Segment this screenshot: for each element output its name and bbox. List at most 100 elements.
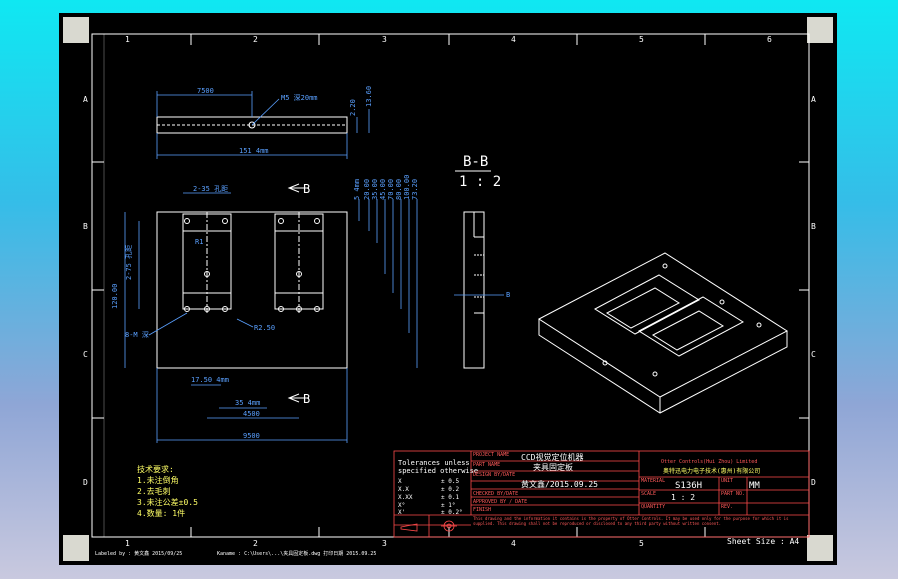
section-dim-marker: B [506, 291, 510, 299]
dim-right-3: 35.00 [371, 179, 379, 200]
zone-row-d-right: D [811, 478, 816, 487]
zone-col-3-bottom: 3 [382, 539, 387, 548]
tb-material-label: MATERIAL [641, 478, 665, 484]
zone-row-b: B [83, 222, 88, 231]
tb-checked-label: CHECKED BY/DATE [473, 491, 518, 497]
zone-col-5: 5 [639, 35, 644, 44]
projection-symbol-icon [400, 520, 457, 532]
dim-plan-bottom-a: 17.50 4mm [191, 376, 229, 384]
tolerance-row-3-key: X.XX [398, 494, 413, 501]
tb-project-label: PROJECT NAME [473, 452, 509, 458]
dim-height-a: 2.20 [349, 99, 357, 116]
tb-unit-label: UNIT [721, 478, 733, 484]
zone-row-a-right: A [811, 95, 816, 104]
tb-material-value: S136H [675, 481, 702, 491]
tb-part-value: 夹具固定板 [533, 462, 573, 472]
tolerance-row-1-val: ± 0.5 [441, 478, 459, 485]
cad-canvas: 1 2 3 4 5 6 1 2 3 4 5 A B C D A B C D [83, 33, 816, 557]
dim-right-2: 20.00 [363, 179, 371, 200]
zone-col-4-bottom: 4 [511, 539, 516, 548]
section-marker-bottom: B [303, 392, 310, 406]
dim-height-b: 13.60 [365, 86, 373, 107]
tb-scale-label: SCALE [641, 491, 656, 497]
tolerance-row-2-val: ± 0.2 [441, 486, 459, 493]
dim-plan-left-b: 120.00 [111, 284, 119, 309]
zone-row-a: A [83, 95, 88, 104]
section-view: B-B 1 : 2 B [454, 154, 510, 369]
tb-rev-label: REV. [721, 504, 733, 510]
zone-col-2-bottom: 2 [253, 539, 258, 548]
tolerance-title-1: Tolerances unless [398, 459, 470, 467]
dim-radius-2: R2.50 [254, 324, 275, 332]
notes-item-2: 2.去毛刺 [137, 486, 171, 496]
tolerance-row-1-key: X [398, 478, 402, 485]
plan-view: B B 2-35 孔距 2-75 孔距 120.00 R1 R2.50 8-M … [111, 175, 419, 443]
zone-col-2: 2 [253, 35, 258, 44]
tb-company-en: Otter Controls(Hui Zhou) Limited [661, 459, 757, 465]
corner-mark-tl [63, 17, 89, 43]
dim-plan-bottom-b: 35 4mm [235, 399, 260, 407]
dim-right-1: 5 4mm [353, 179, 361, 200]
dim-top-width: 7500 [197, 87, 214, 95]
zone-col-3: 3 [382, 35, 387, 44]
section-marker-top: B [303, 182, 310, 196]
isometric-view [538, 252, 788, 414]
zone-ticks [92, 34, 809, 537]
tb-part-label: PART NAME [473, 462, 500, 468]
section-title: B-B [463, 154, 488, 170]
dim-right-7: 100.00 [403, 175, 411, 200]
zone-row-c-right: C [811, 350, 816, 359]
corner-mark-tr [807, 17, 833, 43]
tb-company-cn: 奥特迅电力电子技术(惠州)有限公司 [663, 467, 760, 475]
zone-col-5-bottom: 5 [639, 539, 644, 548]
corner-mark-bl [63, 535, 89, 561]
tb-finish-label: FINISH [473, 507, 491, 513]
title-block: Tolerances unless specified otherwise X … [393, 450, 810, 538]
tb-drawn-value: 黄文鑫/2015.09.25 [521, 479, 598, 489]
tb-partno-label: PART NO. [721, 491, 745, 497]
zone-col-1-bottom: 1 [125, 539, 130, 548]
tolerance-row-4-key: X° [398, 502, 405, 509]
tb-confidential-notice: This drawing and the information it cont… [473, 516, 789, 526]
dim-right-6: 80.00 [395, 179, 403, 200]
technical-notes: 技术要求: 1.未注倒角 2.去毛刺 3.未注公差±0.5 4.数量: 1件 [137, 464, 198, 518]
dim-right-4: 45.00 [379, 179, 387, 200]
zone-row-b-right: B [811, 222, 816, 231]
zone-col-4: 4 [511, 35, 516, 44]
dim-radius-1: R1 [195, 238, 203, 246]
drawing-sheet: 1 2 3 4 5 6 1 2 3 4 5 A B C D A B C D [59, 13, 837, 565]
tb-drawn-label: DESIGN BY/DATE [473, 472, 515, 478]
dim-plan-bottom-c: 4500 [243, 410, 260, 418]
top-view: 7500 M5 深20mm 2.20 13.60 151 4mm [156, 86, 373, 159]
dim-hole-callout: M5 深20mm [281, 93, 318, 102]
tolerance-title-2: specified otherwise [398, 467, 478, 475]
notes-heading: 技术要求: [137, 464, 174, 474]
dim-plan-top: 2-35 孔距 [193, 185, 228, 193]
dim-right-5: 70.00 [387, 179, 395, 200]
notes-item-1: 1.未注倒角 [137, 475, 179, 485]
tolerance-row-5-val: ± 0.2° [441, 509, 463, 516]
zone-row-c: C [83, 350, 88, 359]
tb-qty-label: QUANTITY [641, 504, 665, 510]
corner-mark-br [807, 535, 833, 561]
dim-hole-note: 8-M 深 [125, 330, 149, 339]
dim-plan-bottom-d: 9500 [243, 432, 260, 440]
tb-unit-value: MM [749, 481, 760, 491]
zone-row-d: D [83, 478, 88, 487]
tb-approved-label: APPROVED BY / DATE [473, 499, 527, 505]
zone-col-6: 6 [767, 35, 772, 44]
zone-col-1: 1 [125, 35, 130, 44]
tolerance-row-3-val: ± 0.1 [441, 494, 459, 501]
tolerance-row-5-key: X' [398, 509, 405, 516]
dim-top-total: 151 4mm [239, 147, 269, 155]
section-scale: 1 : 2 [459, 174, 501, 190]
sheet-size: Sheet Size : A4 [727, 537, 799, 546]
dim-right-8: 73.20 [411, 179, 419, 200]
tb-scale-value: 1 : 2 [671, 493, 695, 502]
footer-left-text: Labeled by : 黄文鑫 2015/09/25 [95, 550, 182, 557]
tolerance-row-4-val: ± 1° [441, 502, 455, 509]
dim-plan-left-a: 2-75 孔距 [125, 245, 133, 280]
tb-project-value: CCD视觉定位机器 [521, 452, 583, 462]
tolerance-row-2-key: X.X [398, 486, 409, 493]
notes-item-4: 4.数量: 1件 [137, 508, 185, 518]
